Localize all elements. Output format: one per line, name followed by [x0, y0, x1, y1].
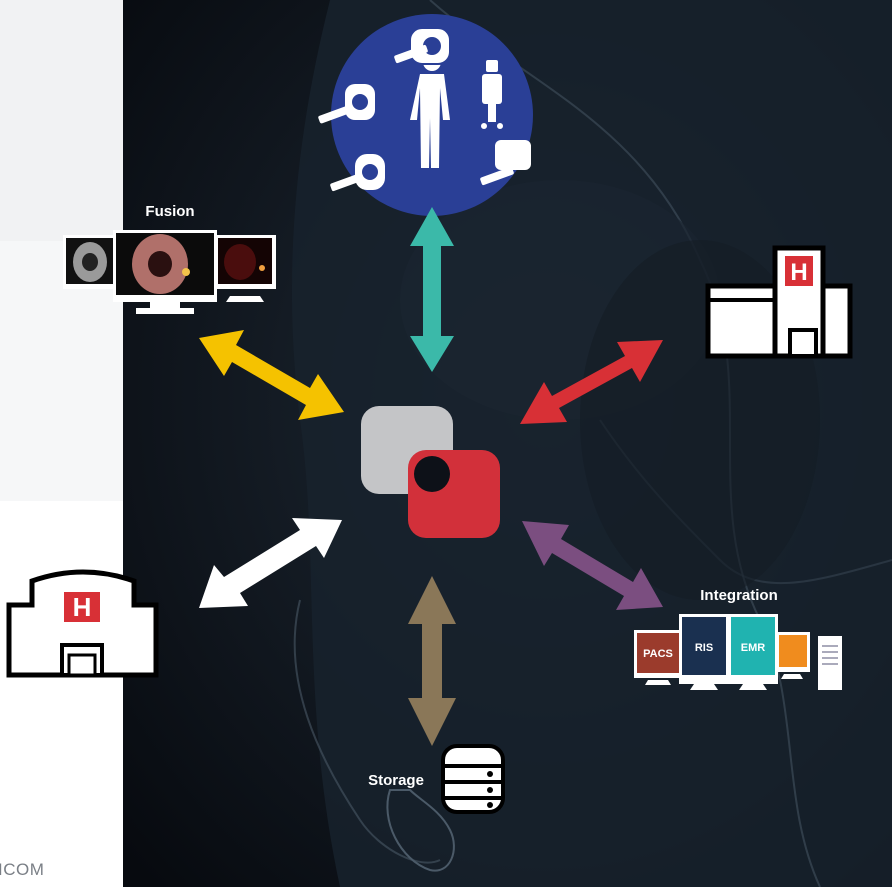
ris-label: RIS	[695, 642, 713, 654]
footer-text-fragment: ICOM	[0, 860, 45, 879]
hospital-right-letter: H	[790, 259, 807, 286]
emr-label: EMR	[741, 642, 766, 654]
linac-icon	[480, 140, 531, 186]
arrow-storage	[408, 576, 456, 746]
mri-scanner-icon	[394, 27, 451, 65]
hospital-left-letter: H	[73, 592, 92, 622]
ris-monitor: RIS	[679, 614, 729, 690]
fusion-monitor-right	[214, 235, 276, 302]
pacs-label: PACS	[643, 648, 673, 660]
integration-group: Integration PACS RIS EMR	[634, 587, 842, 690]
left-panel-bottom	[0, 501, 123, 887]
arrow-fusion	[199, 330, 344, 420]
fusion-label: Fusion	[145, 203, 194, 220]
arrow-integration	[522, 521, 663, 610]
ultrasound-cart-icon	[481, 60, 503, 129]
server-tower-icon	[818, 636, 842, 690]
modalities-circle	[318, 14, 533, 216]
fusion-group: Fusion	[63, 203, 276, 314]
pacs-monitor: PACS	[634, 630, 682, 685]
database-icon	[441, 744, 505, 814]
emr-monitor: EMR	[728, 614, 778, 690]
fusion-monitor-left	[63, 235, 117, 289]
storage-label: Storage	[368, 772, 424, 789]
arrow-modalities	[410, 207, 454, 372]
hospital-right-icon: H	[705, 245, 853, 359]
storage-group: Storage	[368, 744, 505, 814]
pet-scanner-icon	[330, 154, 385, 192]
integration-label: Integration	[700, 587, 778, 604]
central-logo	[361, 406, 500, 538]
ct-scanner-icon	[318, 84, 375, 124]
left-panel-top	[0, 0, 123, 241]
arrow-hospital-left	[199, 518, 342, 608]
hospital-left-icon: H	[6, 569, 159, 678]
fusion-monitor-center	[113, 230, 217, 314]
arrow-hospital-right	[520, 340, 663, 424]
orange-monitor	[776, 632, 810, 679]
